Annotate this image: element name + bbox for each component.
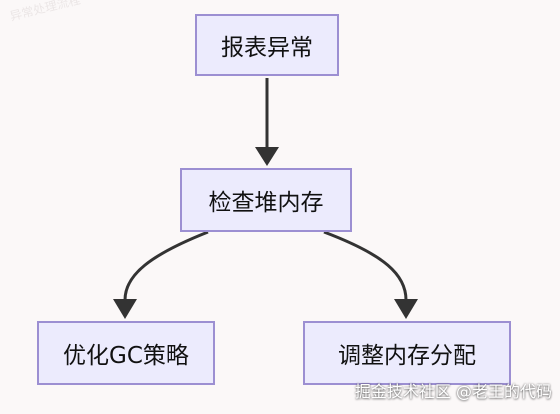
edge-check-to-gc bbox=[123, 230, 209, 301]
node-adjust-memory: 调整内存分配 bbox=[303, 321, 511, 385]
node-optimize-gc: 优化GC策略 bbox=[37, 321, 215, 385]
node-check-heap: 检查堆内存 bbox=[180, 168, 352, 232]
source-watermark: 掘金技术社区 @老王的代码 bbox=[354, 382, 552, 401]
node-label: 报表异常 bbox=[221, 35, 313, 61]
node-label: 检查堆内存 bbox=[208, 190, 324, 216]
arrowhead-report-to-check bbox=[255, 147, 279, 166]
arrowhead-check-to-mem bbox=[394, 299, 418, 319]
node-report-exception: 报表异常 bbox=[195, 14, 339, 76]
node-label: 优化GC策略 bbox=[63, 343, 189, 369]
arrowhead-check-to-gc bbox=[113, 299, 137, 319]
node-label: 调整内存分配 bbox=[338, 343, 476, 369]
edge-check-to-mem bbox=[323, 230, 408, 301]
